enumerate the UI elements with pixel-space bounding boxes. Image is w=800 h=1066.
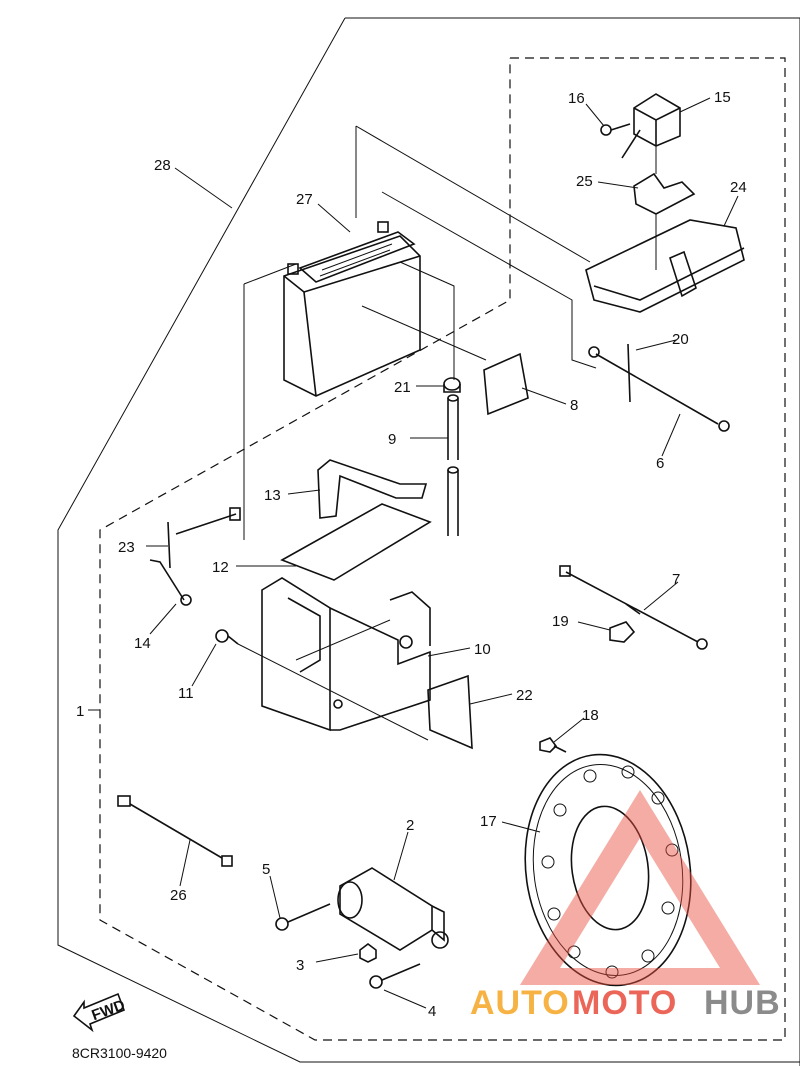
- label-3: 3: [296, 957, 304, 974]
- label-4: 4: [428, 1003, 436, 1020]
- starter-motor: [337, 867, 449, 951]
- label-20: 20: [672, 331, 689, 348]
- watermark-logo: AUTO MOTO HUB: [470, 790, 781, 1022]
- watermark-auto: AUTO: [470, 984, 570, 1022]
- label-13: 13: [264, 487, 281, 504]
- battery-box: [261, 577, 431, 732]
- guide-27b: [381, 191, 597, 369]
- bolt-5: [275, 903, 331, 931]
- nut-3: [359, 943, 377, 963]
- label-1: 1: [76, 703, 84, 720]
- fwd-arrow-icon: FWD: [72, 992, 127, 1033]
- lead-26: [117, 795, 233, 867]
- label-14: 14: [134, 635, 151, 652]
- label-24: 24: [730, 179, 747, 196]
- label-22: 22: [516, 687, 533, 704]
- starter-relay: [621, 93, 681, 159]
- guide-27a: [355, 125, 591, 263]
- label-2: 2: [406, 817, 414, 834]
- outline-1: [99, 57, 786, 1041]
- label-7: 7: [672, 571, 680, 588]
- breather-tube: [447, 394, 459, 536]
- sheet-22: [427, 674, 473, 750]
- label-11: 11: [178, 685, 194, 702]
- breather-cap: [443, 377, 461, 393]
- label-21: 21: [394, 379, 411, 396]
- guide-27f: [399, 261, 455, 380]
- label-19: 19: [552, 613, 569, 630]
- guide-27e: [361, 305, 487, 361]
- battery-lead-14: [149, 507, 241, 606]
- battery-lead-6: [588, 343, 730, 432]
- watermark-moto: MOTO: [572, 984, 677, 1022]
- label-18: 18: [582, 707, 599, 724]
- clamp-19: [609, 621, 636, 643]
- label-10: 10: [474, 641, 491, 658]
- bolt-4: [369, 963, 421, 989]
- guide-27d: [243, 263, 297, 285]
- sheet-8: [483, 352, 529, 416]
- label-28: 28: [154, 157, 171, 174]
- battery-band: [317, 459, 428, 519]
- bolt-11: [215, 629, 239, 645]
- bolt-16: [600, 123, 631, 136]
- guide-11: [237, 643, 429, 741]
- lead-7: [559, 565, 708, 650]
- cover-24: [585, 219, 745, 313]
- watermark-triangle-icon: [520, 790, 760, 985]
- label-27: 27: [296, 191, 313, 208]
- label-6: 6: [656, 455, 664, 472]
- label-9: 9: [388, 431, 396, 448]
- bolt-18: [539, 737, 567, 753]
- label-23: 23: [118, 539, 135, 556]
- label-12: 12: [212, 559, 229, 576]
- label-8: 8: [570, 397, 578, 414]
- label-5: 5: [262, 861, 270, 878]
- fwd-label: FWD: [89, 997, 127, 1025]
- label-15: 15: [714, 89, 731, 106]
- label-26: 26: [170, 887, 187, 904]
- label-25: 25: [576, 173, 593, 190]
- watermark-hub: HUB: [704, 984, 781, 1022]
- plate-12: [280, 503, 432, 581]
- catalog-code: 8CR3100-9420: [72, 1045, 167, 1061]
- relay-bracket: [633, 172, 696, 215]
- battery: [283, 221, 421, 397]
- outline-28-left: [57, 17, 800, 1063]
- outline-28: [345, 17, 800, 1066]
- starter-disc: [524, 753, 692, 987]
- label-17: 17: [480, 813, 497, 830]
- label-16: 16: [568, 90, 585, 107]
